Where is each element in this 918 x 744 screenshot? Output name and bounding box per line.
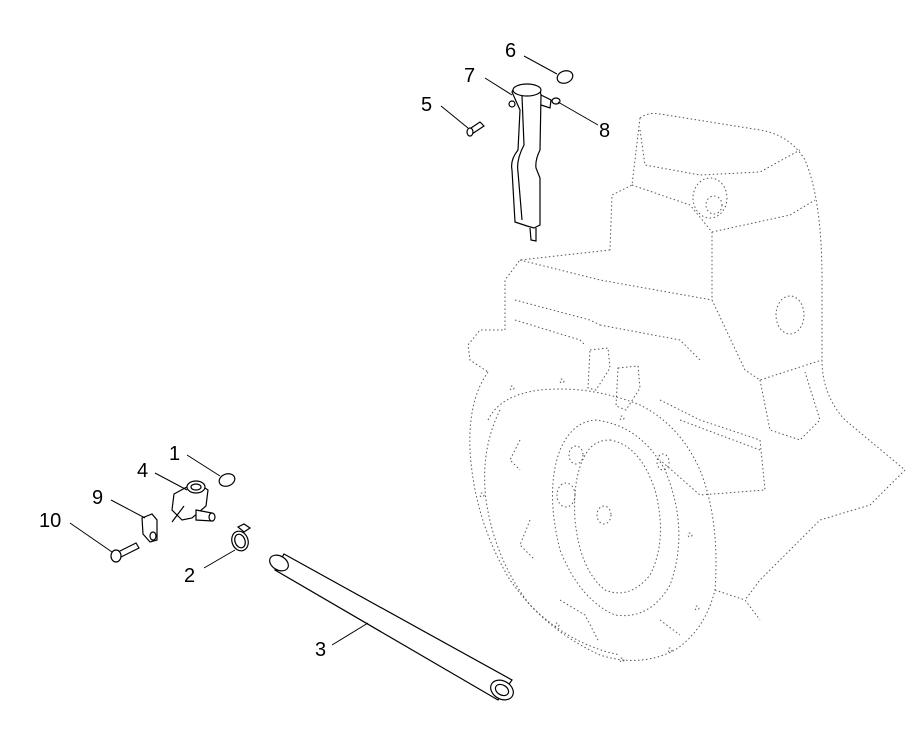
callout-7: 7 <box>464 65 475 87</box>
bolt-part <box>110 542 140 563</box>
callout-8: 8 <box>599 120 610 142</box>
screw-part <box>466 121 485 137</box>
flywheel-housing-outline <box>467 113 906 663</box>
bracket-part <box>508 83 552 242</box>
callout-2: 2 <box>184 565 195 587</box>
callout-10: 10 <box>39 510 61 532</box>
callout-5: 5 <box>421 94 432 116</box>
callout-1: 1 <box>169 443 180 465</box>
hose-part <box>269 553 514 701</box>
callout-6: 6 <box>505 40 516 62</box>
elbow-fitting-part <box>171 480 216 523</box>
callout-4: 4 <box>137 460 148 482</box>
clip-part <box>141 513 158 543</box>
hose-clamp-part <box>231 523 252 552</box>
callout-9: 9 <box>92 487 103 509</box>
callout-3: 3 <box>315 639 326 661</box>
o-ring-part <box>556 70 574 84</box>
washer-part <box>551 97 561 105</box>
o-ring-part <box>218 473 236 487</box>
leader-lines <box>69 55 599 646</box>
callout-labels: 1 2 3 4 5 6 7 8 9 10 <box>39 40 610 661</box>
